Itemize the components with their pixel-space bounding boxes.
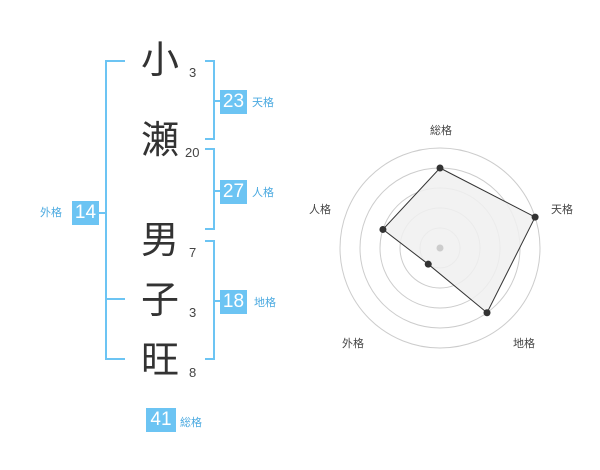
sou-label: 総格 (180, 416, 202, 429)
radar-ring (379, 187, 501, 309)
stroke-count-1: 3 (189, 65, 197, 80)
chi-label: 地格 (254, 296, 276, 309)
stroke-count-5: 8 (189, 365, 197, 380)
jin-badge: 27 (220, 180, 247, 204)
radar-point-2 (483, 309, 491, 317)
stroke-count-4: 3 (189, 305, 197, 320)
radar-label-jin: 人格 (309, 203, 331, 216)
name-char-1: 小 (140, 38, 179, 82)
radar-point-0 (436, 164, 444, 172)
radar-label-gai: 外格 (342, 337, 364, 350)
radar-point-3 (424, 260, 432, 268)
radar-polygon (382, 167, 536, 314)
radar-ring (419, 227, 461, 269)
radar-label-chi: 地格 (513, 337, 535, 350)
radar-label-sou: 総格 (430, 124, 452, 137)
stroke-count-3: 7 (189, 245, 197, 260)
name-char-4: 子 (140, 278, 179, 322)
name-char-5: 旺 (140, 338, 179, 382)
radar-label-ten: 天格 (551, 203, 573, 216)
radar-ring (339, 147, 541, 349)
name-char-2: 瀬 (140, 118, 179, 162)
name-char-3: 男 (140, 218, 179, 262)
radar-grid (339, 147, 541, 349)
radar-ring (359, 167, 521, 329)
radar-point-4 (379, 225, 387, 233)
gai-badge: 14 (72, 201, 99, 225)
radar-ring (399, 207, 481, 289)
jin-label: 人格 (252, 186, 274, 199)
chi-badge: 18 (220, 290, 247, 314)
radar-center-dot (436, 244, 444, 252)
gai-label: 外格 (40, 206, 62, 219)
ten-label: 天格 (252, 96, 274, 109)
ten-badge: 23 (220, 90, 247, 114)
stroke-count-2: 20 (185, 145, 200, 160)
sou-badge: 41 (146, 408, 176, 432)
